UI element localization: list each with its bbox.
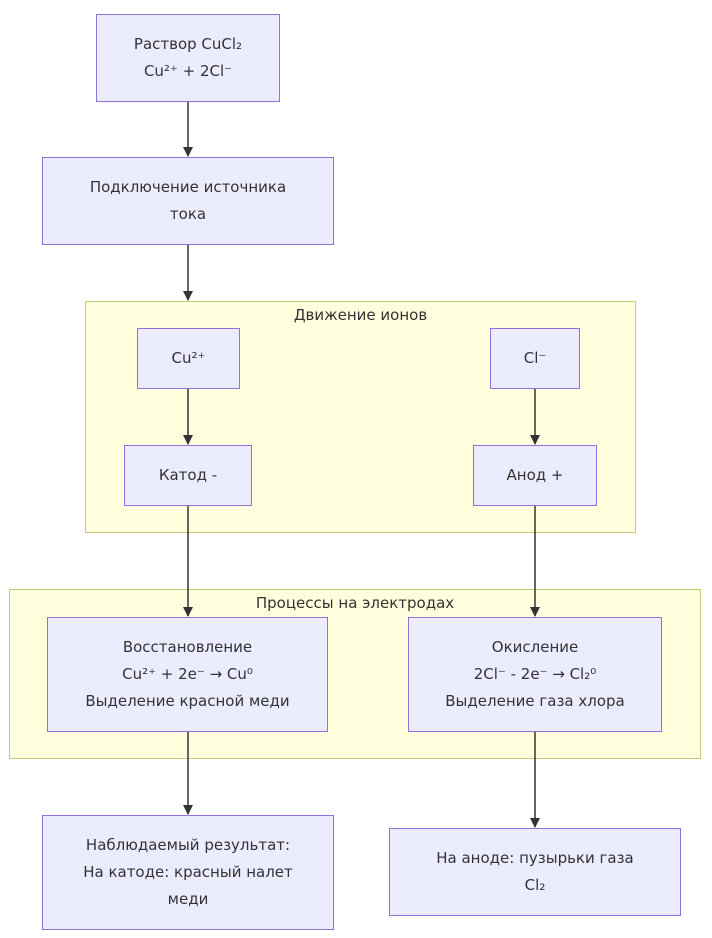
node-cu-ion: Cu²⁺	[137, 328, 240, 389]
node-result-anode-line1: На аноде: пузырьки газа	[436, 849, 634, 867]
node-solution-line1: Раствор CuCl₂	[133, 35, 243, 53]
node-oxidation-line1: Окисление	[491, 638, 579, 656]
node-solution-line2: Cu²⁺ + 2Cl⁻	[143, 62, 233, 80]
node-oxidation-line2: 2Cl⁻ - 2e⁻ → Cl₂⁰	[473, 665, 597, 683]
node-cathode-label: Катод -	[158, 466, 218, 484]
node-reduction: Восстановление Cu²⁺ + 2e⁻ → Cu⁰ Выделени…	[47, 617, 328, 732]
node-result-cathode: Наблюдаемый результат: На катоде: красны…	[42, 815, 334, 930]
node-cl-ion-label: Cl⁻	[523, 349, 547, 367]
node-power-line1: Подключение источника	[89, 178, 287, 196]
node-reduction-line2: Cu²⁺ + 2e⁻ → Cu⁰	[122, 665, 253, 683]
node-result-cathode-line2: На катоде: красный налет	[83, 863, 293, 881]
node-power-line2: тока	[169, 205, 207, 223]
node-result-cathode-line3: меди	[167, 890, 209, 908]
node-cl-ion: Cl⁻	[490, 328, 580, 389]
node-anode-label: Анод +	[506, 466, 564, 484]
cluster-title-ion-movement: Движение ионов	[293, 306, 428, 324]
node-power-source: Подключение источника тока	[42, 157, 334, 245]
node-oxidation: Окисление 2Cl⁻ - 2e⁻ → Cl₂⁰ Выделение га…	[408, 617, 662, 732]
node-anode: Анод +	[473, 445, 597, 506]
node-result-cathode-line1: Наблюдаемый результат:	[85, 836, 291, 854]
node-result-anode: На аноде: пузырьки газа Cl₂	[389, 828, 681, 916]
node-oxidation-line3: Выделение газа хлора	[445, 692, 625, 710]
cluster-title-electrode-processes: Процессы на электродах	[255, 594, 455, 612]
node-result-anode-line2: Cl₂	[524, 876, 546, 894]
node-cu-ion-label: Cu²⁺	[171, 349, 206, 367]
node-reduction-line3: Выделение красной меди	[85, 692, 290, 710]
node-reduction-line1: Восстановление	[122, 638, 253, 656]
node-cathode: Катод -	[124, 445, 252, 506]
node-solution-cucl2: Раствор CuCl₂ Cu²⁺ + 2Cl⁻	[96, 14, 280, 102]
